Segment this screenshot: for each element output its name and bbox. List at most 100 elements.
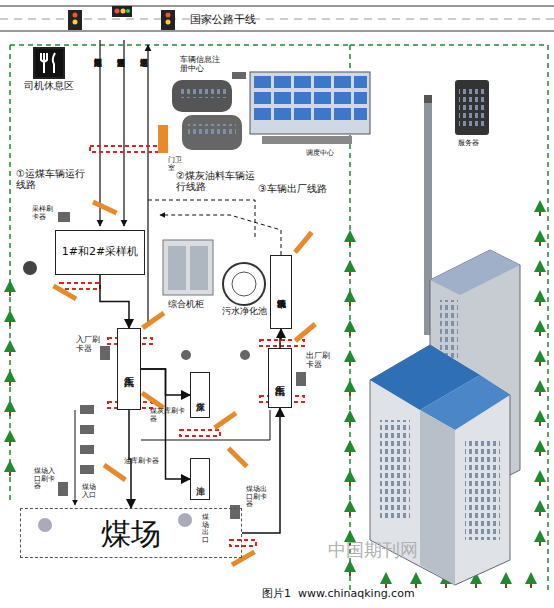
lane-line (147, 45, 148, 325)
device-label: 出厂刷卡器 (306, 352, 330, 370)
barrier-arm (293, 231, 314, 254)
barrier-arm (52, 284, 77, 301)
lamp (73, 20, 78, 25)
device-label: 煤场入口刷卡器 (34, 468, 58, 491)
barrier-arm (103, 463, 127, 482)
console-desk (262, 136, 352, 144)
screen (274, 92, 291, 104)
restaurant-icon (35, 49, 63, 77)
device-label: 综合机柜 (168, 300, 204, 310)
camera (80, 465, 94, 474)
barrier-arm (231, 550, 256, 567)
lamp (73, 13, 78, 18)
dome-camera (38, 518, 52, 532)
screen (294, 92, 311, 104)
screen (334, 92, 351, 104)
route-line (75, 410, 76, 505)
tank-inner (232, 272, 256, 296)
road-label: 国家公路干线 (190, 14, 256, 26)
barrier-arm (141, 311, 165, 330)
fork-knife (41, 53, 55, 73)
traffic-light (68, 10, 82, 30)
barrier-arm (227, 446, 249, 468)
traffic-light (112, 6, 132, 17)
node-text: 司机休息区 (24, 80, 74, 91)
cabinet (163, 240, 213, 295)
roof (430, 250, 520, 295)
sampler-box: 1#和2#采样机 (55, 230, 145, 275)
washer-box: 车辆自动清洗机 (270, 255, 292, 329)
screen (354, 76, 367, 88)
guard-kiosk (158, 125, 168, 153)
flow-connector (129, 410, 131, 508)
oil-store-box: 油库 (190, 458, 210, 500)
registration-building (182, 115, 242, 150)
watermark: 中国期刊网 (328, 540, 418, 560)
ash-store-box: 煤灰库 (190, 372, 210, 418)
window-band (178, 88, 226, 98)
camera (181, 350, 191, 360)
barrier-arm (294, 322, 317, 343)
route-label: ③车辆出厂线路 (258, 183, 327, 194)
screen (254, 108, 271, 120)
lamp (115, 9, 120, 14)
flow-connector (242, 408, 280, 533)
route-line (148, 200, 255, 240)
screen (334, 76, 351, 88)
screen (294, 108, 311, 120)
device-label: 采样刷卡器 (32, 206, 58, 221)
flow-connector (100, 275, 129, 328)
node-text: 污水净化池 (222, 307, 267, 317)
barrier-arms (52, 200, 317, 567)
node-text: 煤场 (101, 517, 161, 550)
card-reader (58, 212, 70, 222)
lamp (166, 20, 171, 25)
screen (274, 76, 291, 88)
green-belt (350, 45, 548, 590)
camera (80, 445, 94, 454)
screen (354, 108, 367, 120)
screen (314, 108, 331, 120)
screen (314, 92, 331, 104)
screen (294, 76, 311, 88)
flow-connector (141, 369, 190, 479)
highway-centre (0, 19, 554, 20)
gate-stripe (180, 430, 220, 436)
lane-line (99, 40, 100, 226)
route-label: ②煤灰油料车辆运行线路 (176, 170, 260, 192)
chimney-top (424, 95, 432, 103)
window-band (465, 440, 500, 540)
screen (334, 108, 351, 120)
screen (254, 76, 271, 88)
device-label: 油库刷卡器 (124, 458, 172, 466)
server-slots (459, 86, 485, 128)
camera (80, 425, 94, 434)
gate-stripe (60, 283, 100, 289)
green-belt (10, 44, 350, 46)
gate-stripe (230, 540, 256, 546)
card-reader (100, 346, 110, 360)
traffic-light (161, 10, 175, 30)
window-band (188, 124, 236, 134)
room-label: 调度中心 (306, 150, 334, 158)
weighbridge-box: 出厂汽车衡 (268, 348, 292, 408)
rest-area-icon: 司机休息区 (33, 47, 65, 79)
screens (254, 76, 367, 120)
caption: 图片1 www.chinaqking.com (262, 588, 415, 600)
screen (314, 76, 331, 88)
flow-connector (280, 329, 281, 348)
building-label: 车辆信息注册中心 (180, 56, 226, 74)
gate-stripe (90, 146, 160, 152)
highway-edge (0, 31, 554, 32)
video-wall (250, 72, 370, 134)
camera (23, 261, 37, 275)
device-label: 入厂刷卡器 (76, 336, 100, 354)
barrier-arm (92, 200, 118, 216)
dome-camera (178, 513, 192, 527)
lamp (121, 9, 126, 14)
weighbridge-box: 入厂汽车衡 (117, 328, 141, 410)
device-label: 煤场出口刷卡器 (246, 486, 270, 509)
registration-building (172, 80, 232, 112)
screen (354, 92, 367, 104)
